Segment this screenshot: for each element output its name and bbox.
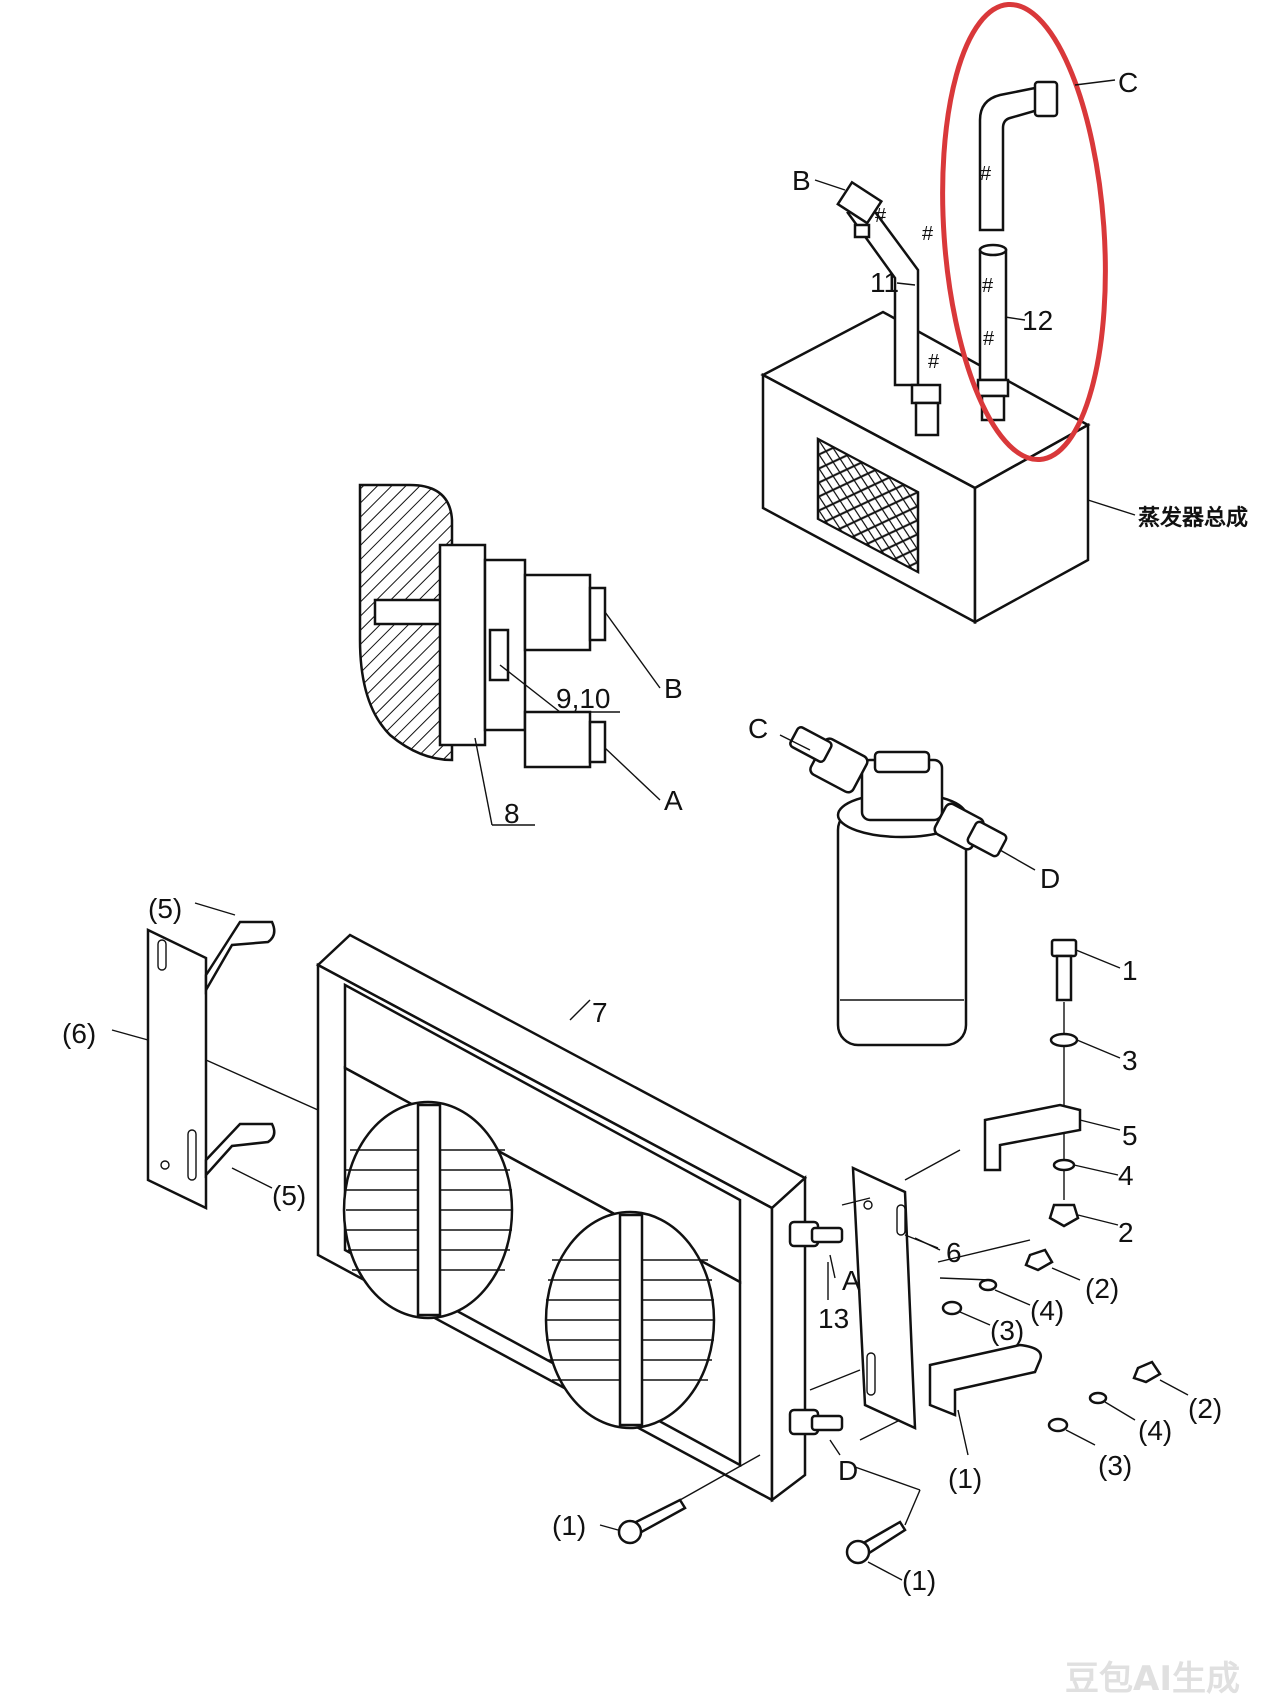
evaporator-assembly (760, 310, 1136, 625)
section-view (358, 483, 661, 826)
svg-text:#: # (983, 328, 995, 350)
svg-text:#: # (928, 351, 940, 373)
label-p3-b: (3) (1098, 1450, 1132, 1481)
label-2-right: 2 (1118, 1217, 1134, 1248)
label-p4-a: (4) (1030, 1295, 1064, 1326)
label-p1-bottom: (1) (902, 1565, 936, 1596)
label-p2-a: (2) (1085, 1273, 1119, 1304)
label-c-top: C (1118, 67, 1138, 98)
label-p4-b: (4) (1138, 1415, 1172, 1446)
label-d-cond: D (838, 1455, 858, 1486)
svg-text:#: # (875, 205, 887, 227)
label-p1-left: (1) (552, 1510, 586, 1541)
svg-text:#: # (980, 163, 992, 185)
bolts-bottom (599, 1454, 921, 1581)
label-8: 8 (504, 798, 520, 829)
label-12: 12 (1022, 305, 1053, 336)
label-b-mid: B (664, 673, 683, 704)
label-d-drier: D (1040, 863, 1060, 894)
label-9-10: 9,10 (556, 683, 611, 714)
pipe-11: # # # (836, 180, 942, 437)
svg-text:#: # (922, 223, 934, 245)
label-p1-bracket: (1) (948, 1463, 982, 1494)
left-bracket (111, 902, 319, 1210)
label-6: 6 (946, 1237, 962, 1268)
highlight-ellipse (940, 1, 1108, 463)
label-a-mid: A (664, 785, 683, 816)
label-b-top: B (792, 165, 811, 196)
leader-lines (569, 79, 1116, 1251)
label-p5-bottom: (5) (272, 1180, 306, 1211)
label-evaporator: 蒸发器总成 (1138, 505, 1248, 531)
label-1-right: 1 (1122, 955, 1138, 986)
label-a-cond: A (842, 1265, 861, 1296)
label-p2-b: (2) (1188, 1393, 1222, 1424)
label-p3-a: (3) (990, 1315, 1024, 1346)
condenser-assembly (315, 933, 808, 1503)
fastener-groups-lower (937, 1239, 1189, 1446)
right-bracket (809, 1149, 1043, 1456)
label-p5-top: (5) (148, 893, 182, 924)
label-13: 13 (818, 1303, 849, 1334)
label-7: 7 (592, 997, 608, 1028)
label-p6-left: (6) (62, 1018, 96, 1049)
condenser-fittings (788, 1220, 844, 1456)
watermark: 豆包AI生成 (1065, 1659, 1240, 1699)
labels: C B 11 12 蒸发器总成 B 9,10 A 8 C D 1 3 5 4 2… (62, 67, 1248, 1596)
label-11: 11 (870, 267, 899, 298)
receiver-drier (779, 725, 1036, 1047)
label-4-right: 4 (1118, 1160, 1134, 1191)
label-3-right: 3 (1122, 1045, 1138, 1076)
svg-text:#: # (982, 275, 994, 297)
fastener-stack-right (983, 938, 1121, 1228)
label-c-drier: C (748, 713, 768, 744)
pipe-12: # # # (976, 80, 1059, 422)
label-5-right: 5 (1122, 1120, 1138, 1151)
